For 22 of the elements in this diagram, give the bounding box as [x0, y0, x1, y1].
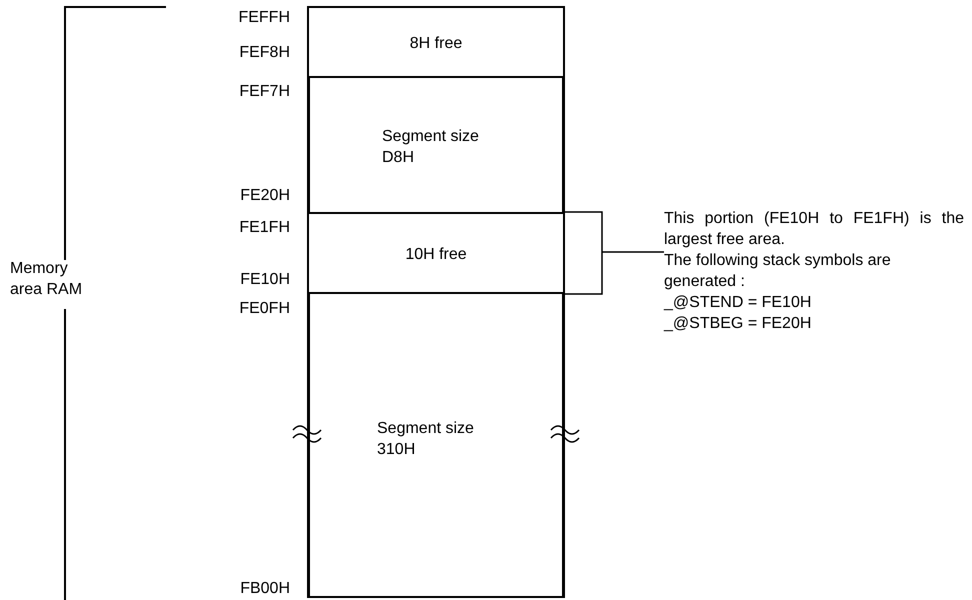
address-label: FE20H — [240, 186, 290, 206]
address-label: FB00H — [240, 579, 290, 599]
address-label: FEF7H — [239, 82, 290, 102]
address-label: FE0FH — [239, 299, 290, 319]
address-label: FE10H — [240, 270, 290, 290]
region-label: Memory area RAM — [10, 259, 84, 300]
segment-label: Segment size D8H — [382, 127, 480, 168]
annotation-text: _@STBEG = FE20H — [664, 314, 812, 334]
annotation-text: This portion (FE10H to FE1FH) is the largest free area. — [664, 209, 964, 250]
memory-segment — [307, 292, 565, 598]
segment-label: 10H free — [404, 245, 468, 265]
leader-line — [563, 211, 665, 295]
annotation-text: _@STEND = FE10H — [664, 293, 812, 313]
memory-segment — [307, 212, 565, 294]
address-label: FE1FH — [239, 218, 290, 238]
address-label: FEF8H — [239, 43, 290, 63]
memory-segment — [307, 76, 565, 214]
annotation-text: The following stack symbols are generated : — [664, 251, 892, 292]
address-label: FEFFH — [238, 8, 290, 28]
segment-label: Segment size 310H — [377, 419, 475, 460]
memory-segment — [307, 6, 565, 78]
segment-label: 8H free — [408, 34, 464, 54]
